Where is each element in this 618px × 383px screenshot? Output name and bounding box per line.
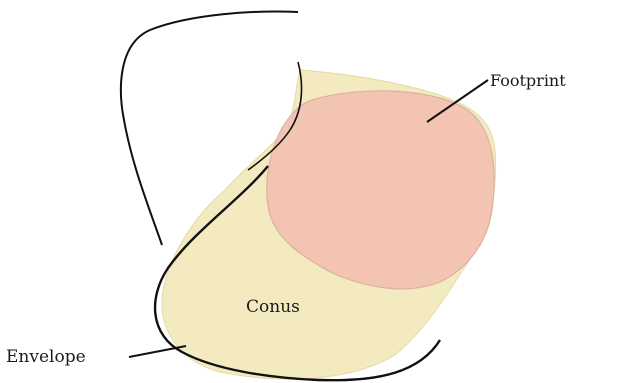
footprint-label: Footprint	[490, 71, 566, 90]
envelope-leader-line	[129, 346, 186, 357]
envelope-label: Envelope	[6, 347, 86, 367]
conus-label: Conus	[246, 297, 300, 317]
